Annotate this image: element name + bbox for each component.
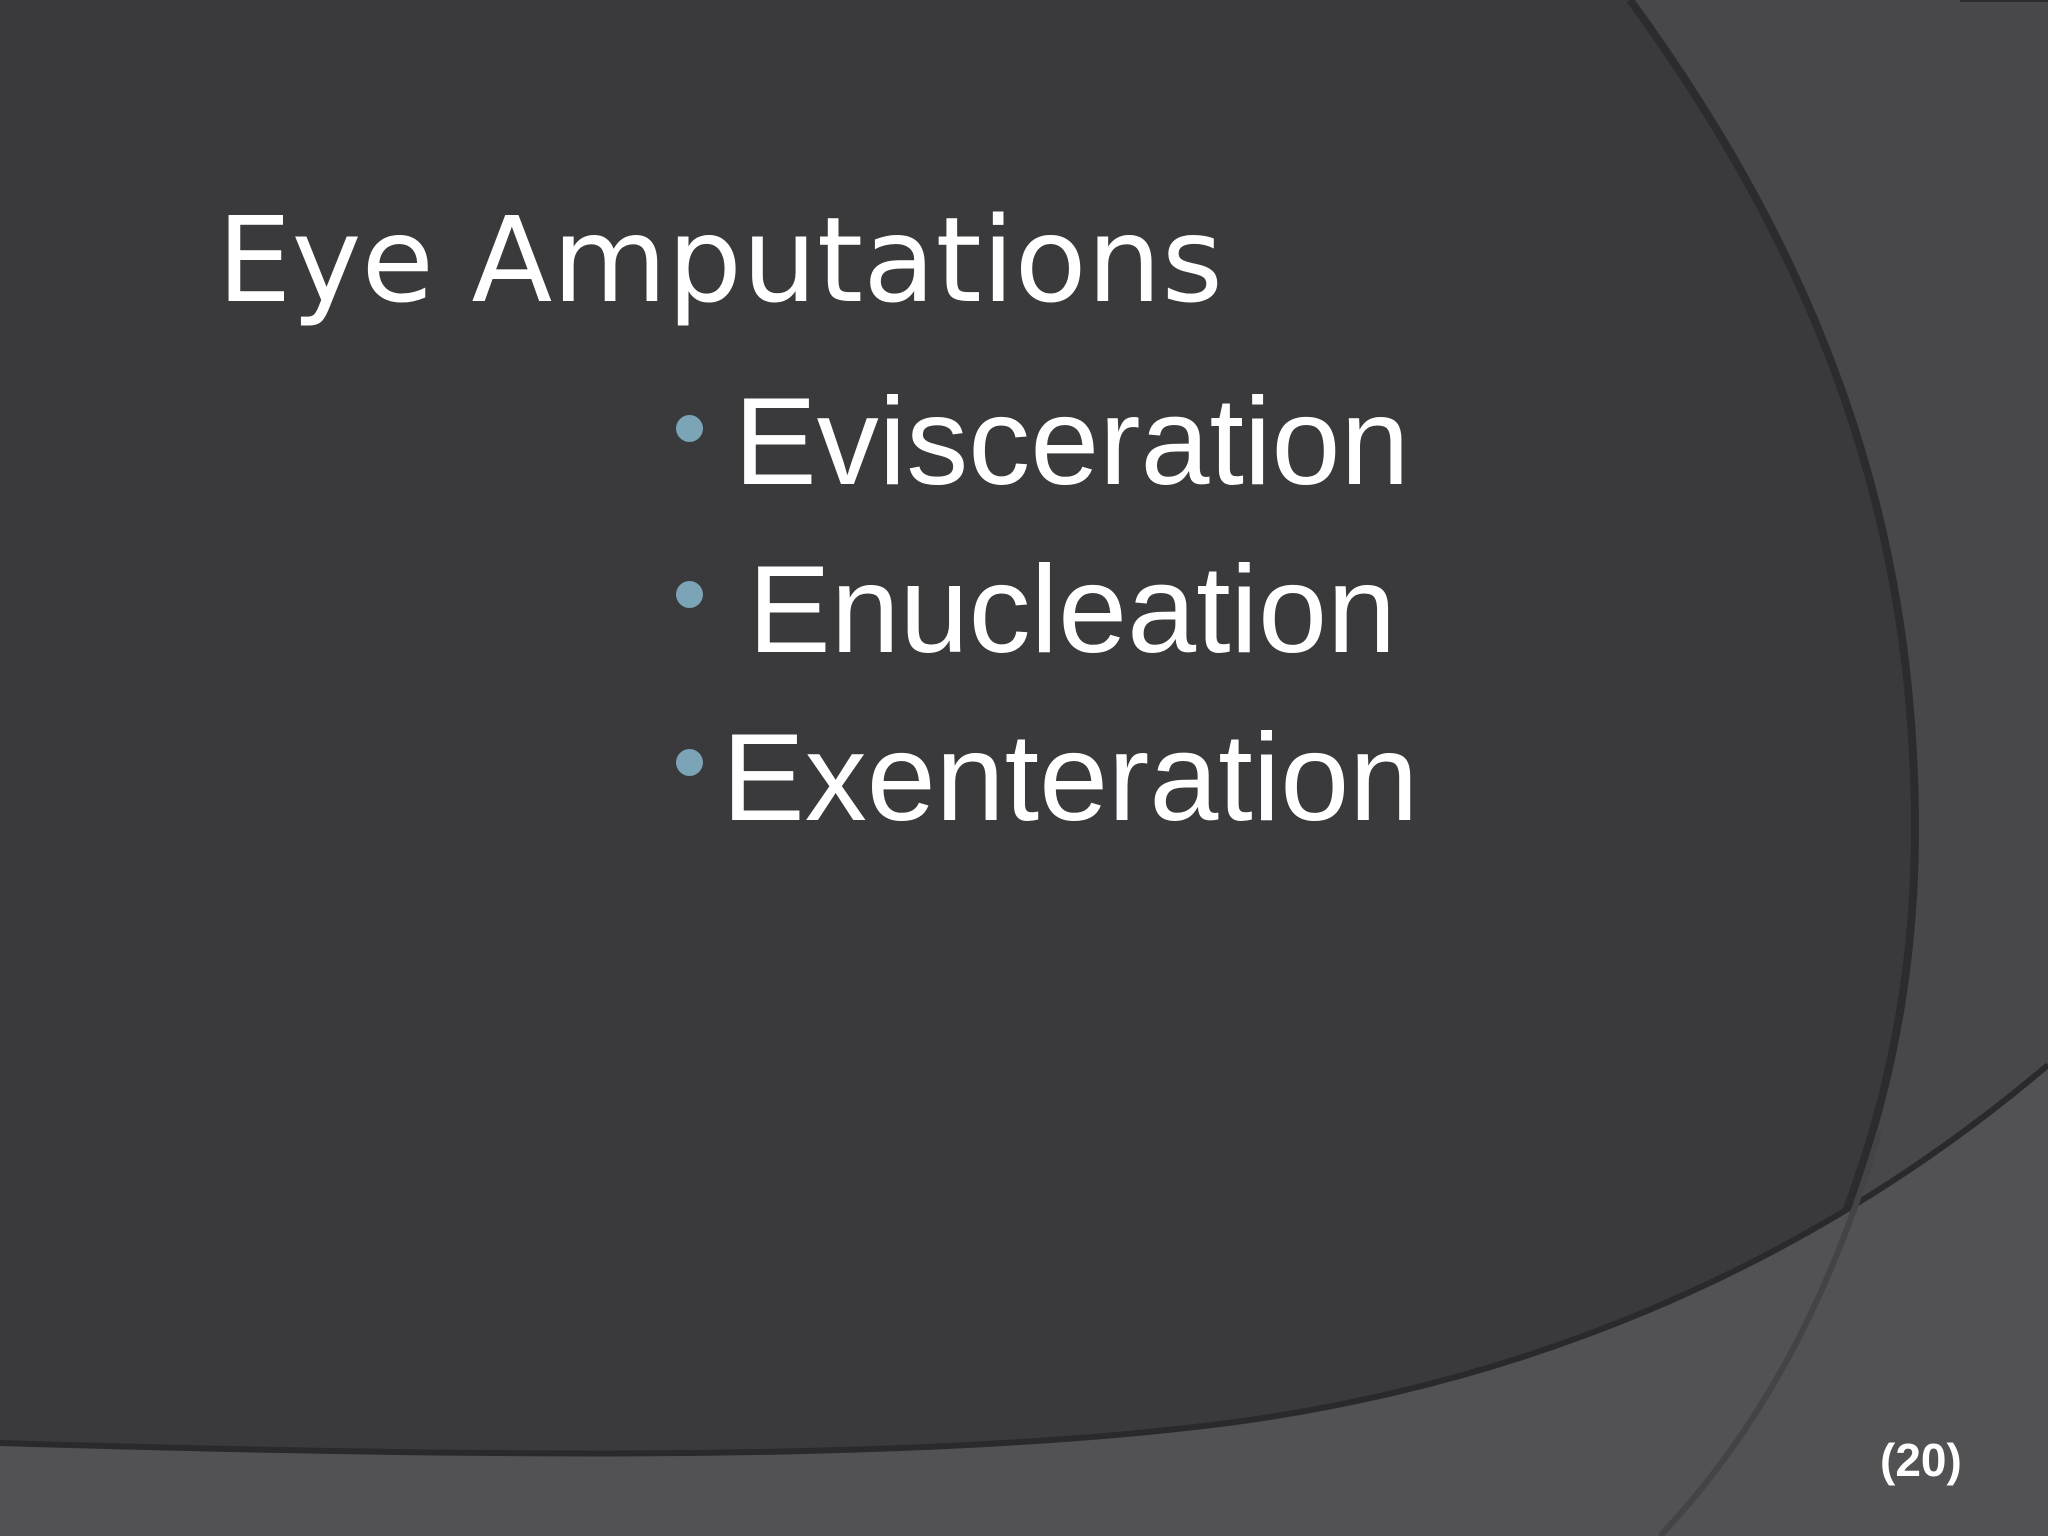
lower-band-outline (0, 1062, 2048, 1457)
arc-outline-lower (1657, 1129, 1883, 1536)
slide-title: Eye Amputations (217, 191, 1223, 329)
page-number: (20) (1880, 1434, 1962, 1486)
lower-band (0, 1065, 2048, 1536)
